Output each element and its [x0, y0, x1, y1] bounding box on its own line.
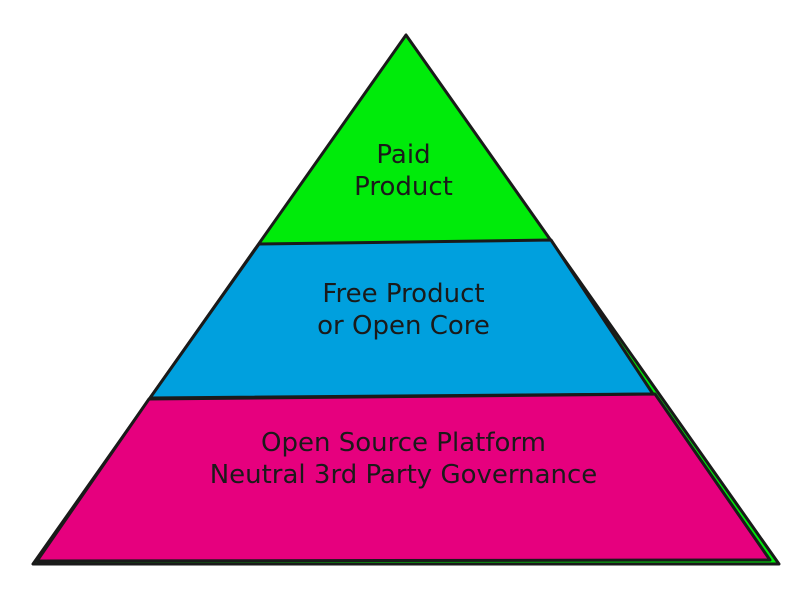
tier-bottom-shape — [35, 392, 772, 563]
tier-middle-shape — [148, 238, 655, 400]
